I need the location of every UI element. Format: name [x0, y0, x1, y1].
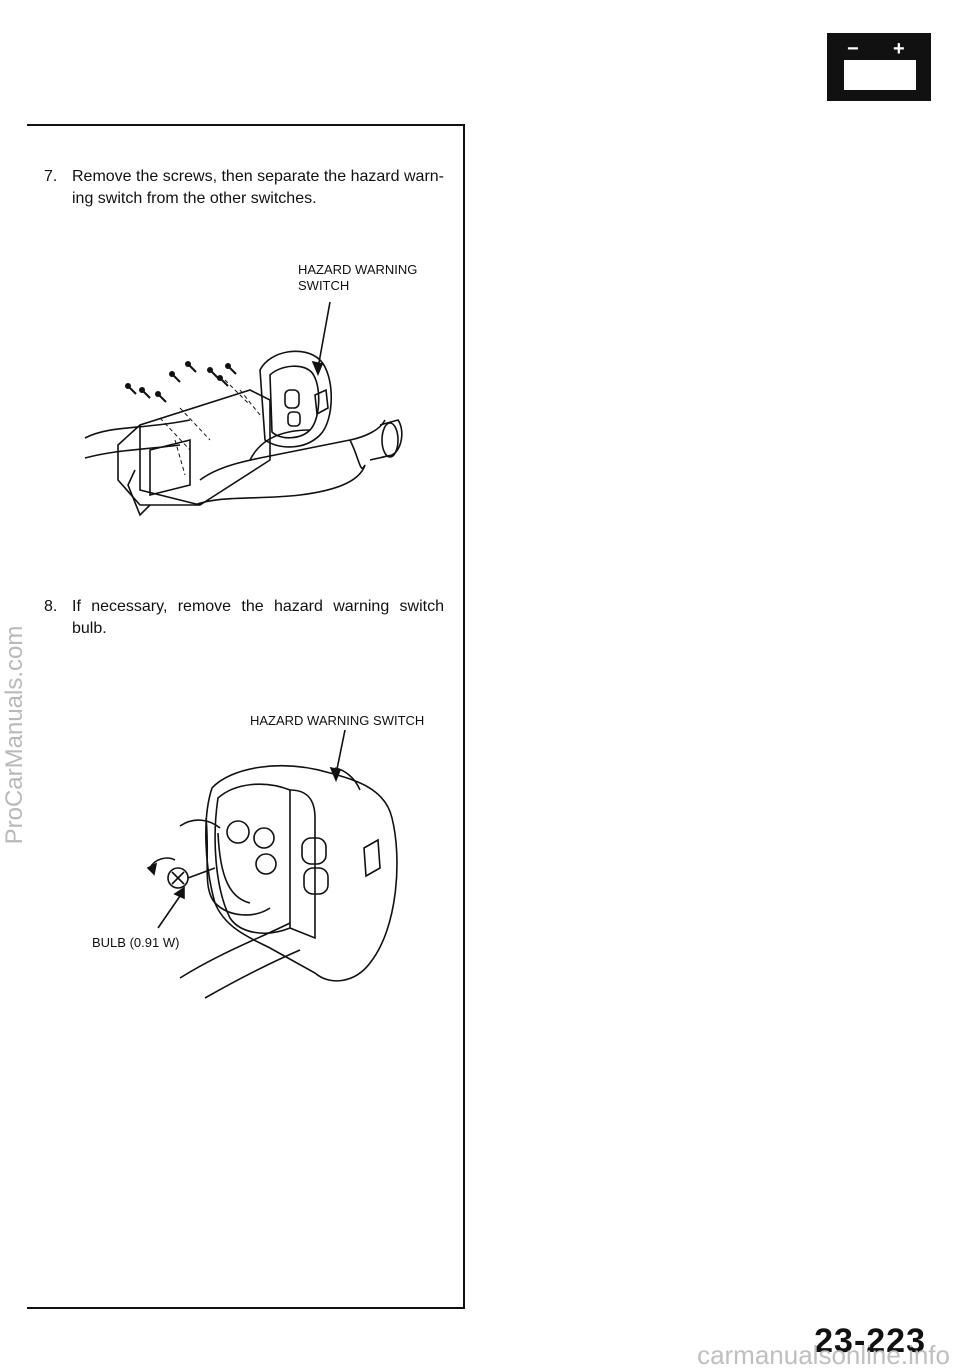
switch-assembly-figure	[84, 301, 403, 517]
callout-bulb: BULB (0.91 W)	[92, 935, 180, 950]
callout-hazard-warning-switch-1: HAZARD WARNING SWITCH	[298, 262, 418, 293]
bulb-removal-figure	[146, 729, 398, 999]
step-7: 7. Remove the screws, then separate the …	[44, 166, 448, 212]
battery-plus: +	[893, 38, 905, 60]
page-number: 23-223	[814, 1322, 926, 1360]
callout-hazard-warning-switch-2: HAZARD WARNING SWITCH	[250, 713, 425, 728]
step-number: 8.	[44, 598, 58, 615]
battery-icon: − +	[827, 33, 931, 101]
frame-top-rule	[27, 124, 465, 126]
frame-right-rule	[463, 124, 465, 1309]
footer-watermark: carmanualsonline.info	[697, 1340, 950, 1370]
step-text: If necessary, remove the hazard warning …	[72, 598, 444, 637]
step-number: 7.	[44, 168, 58, 185]
step-8: 8. If necessary, remove the hazard warni…	[44, 596, 448, 642]
step-text: Remove the screws, then separate the haz…	[72, 168, 444, 207]
battery-minus: −	[847, 38, 859, 60]
frame-bottom-rule	[27, 1307, 465, 1309]
side-watermark: ProCarManuals.com	[1, 625, 28, 845]
